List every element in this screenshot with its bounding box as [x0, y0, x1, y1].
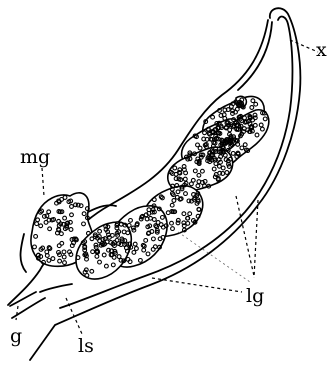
leader-g	[16, 306, 18, 320]
sac-upper-contour	[238, 22, 272, 90]
leader-lg-b	[236, 196, 254, 276]
leader-x	[290, 40, 318, 52]
label-mg: mg	[20, 146, 50, 168]
label-g: g	[10, 325, 22, 347]
duct-ls	[40, 284, 72, 292]
label-lg: lg	[246, 285, 264, 307]
duct-g	[10, 292, 45, 318]
label-x: x	[316, 39, 327, 61]
leader-mg	[42, 168, 44, 196]
leader-lg-a	[254, 200, 258, 278]
label-ls: ls	[78, 335, 94, 357]
sac-outer-wall	[30, 8, 300, 360]
leader-lg-c	[152, 278, 242, 292]
